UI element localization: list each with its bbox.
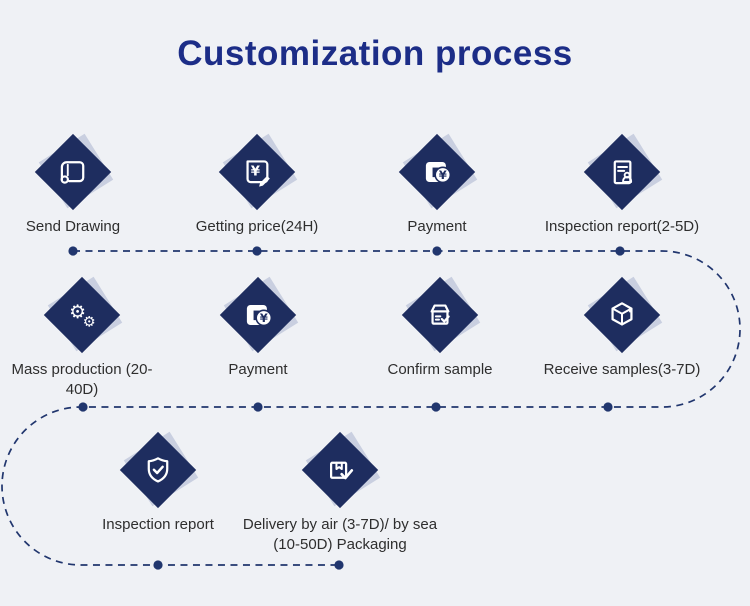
step-inspection-report-25d: Inspection report(2-5D) bbox=[522, 132, 722, 237]
step-label: Inspection report bbox=[102, 516, 214, 533]
step-receive-samples: Receive samples(3-7D) bbox=[517, 275, 727, 380]
step-label: Payment bbox=[228, 361, 288, 378]
payment-wallet-icon: ¥ bbox=[238, 295, 278, 335]
step-getting-price: ¥ Getting price(24H) bbox=[167, 132, 347, 237]
step-label: Receive samples(3-7D) bbox=[543, 361, 701, 378]
step-delivery: Delivery by air (3-7D)/ by sea (10-50D) … bbox=[230, 430, 450, 556]
svg-text:⚙: ⚙ bbox=[69, 301, 86, 323]
svg-text:¥: ¥ bbox=[251, 164, 261, 179]
svg-text:⚙: ⚙ bbox=[83, 315, 96, 331]
step-label: Payment bbox=[407, 218, 467, 235]
payment-wallet-icon: ¥ bbox=[417, 152, 457, 192]
shield-check-icon bbox=[138, 450, 178, 490]
gears-icon: ⚙ ⚙ bbox=[62, 295, 102, 335]
svg-text:¥: ¥ bbox=[439, 168, 447, 182]
step-label: Getting price(24H) bbox=[195, 218, 319, 235]
step-label: Send Drawing bbox=[25, 218, 121, 235]
step-label: Delivery by air (3-7D)/ by sea (10-50D) … bbox=[242, 516, 438, 554]
step-mass-production: ⚙ ⚙ Mass production (20-40D) bbox=[0, 275, 167, 401]
package-icon bbox=[602, 295, 642, 335]
svg-text:¥: ¥ bbox=[260, 311, 268, 325]
blueprint-icon bbox=[53, 152, 93, 192]
step-label: Mass production (20-40D) bbox=[11, 361, 153, 399]
step-payment-2: ¥ Payment bbox=[173, 275, 343, 380]
delivery-check-icon bbox=[320, 450, 360, 490]
sample-box-icon bbox=[420, 295, 460, 335]
report-document-icon bbox=[602, 152, 642, 192]
step-payment-1: ¥ Payment bbox=[352, 132, 522, 237]
price-quote-icon: ¥ bbox=[237, 152, 277, 192]
flow-node-dots bbox=[68, 246, 625, 570]
step-label: Confirm sample bbox=[387, 361, 493, 378]
step-send-drawing: Send Drawing bbox=[0, 132, 158, 237]
step-confirm-sample: Confirm sample bbox=[350, 275, 530, 380]
page-title: Customization process bbox=[177, 34, 573, 73]
dashed-flow-line bbox=[1, 250, 741, 566]
step-inspection-report: Inspection report bbox=[63, 430, 253, 535]
step-label: Inspection report(2-5D) bbox=[544, 218, 700, 235]
